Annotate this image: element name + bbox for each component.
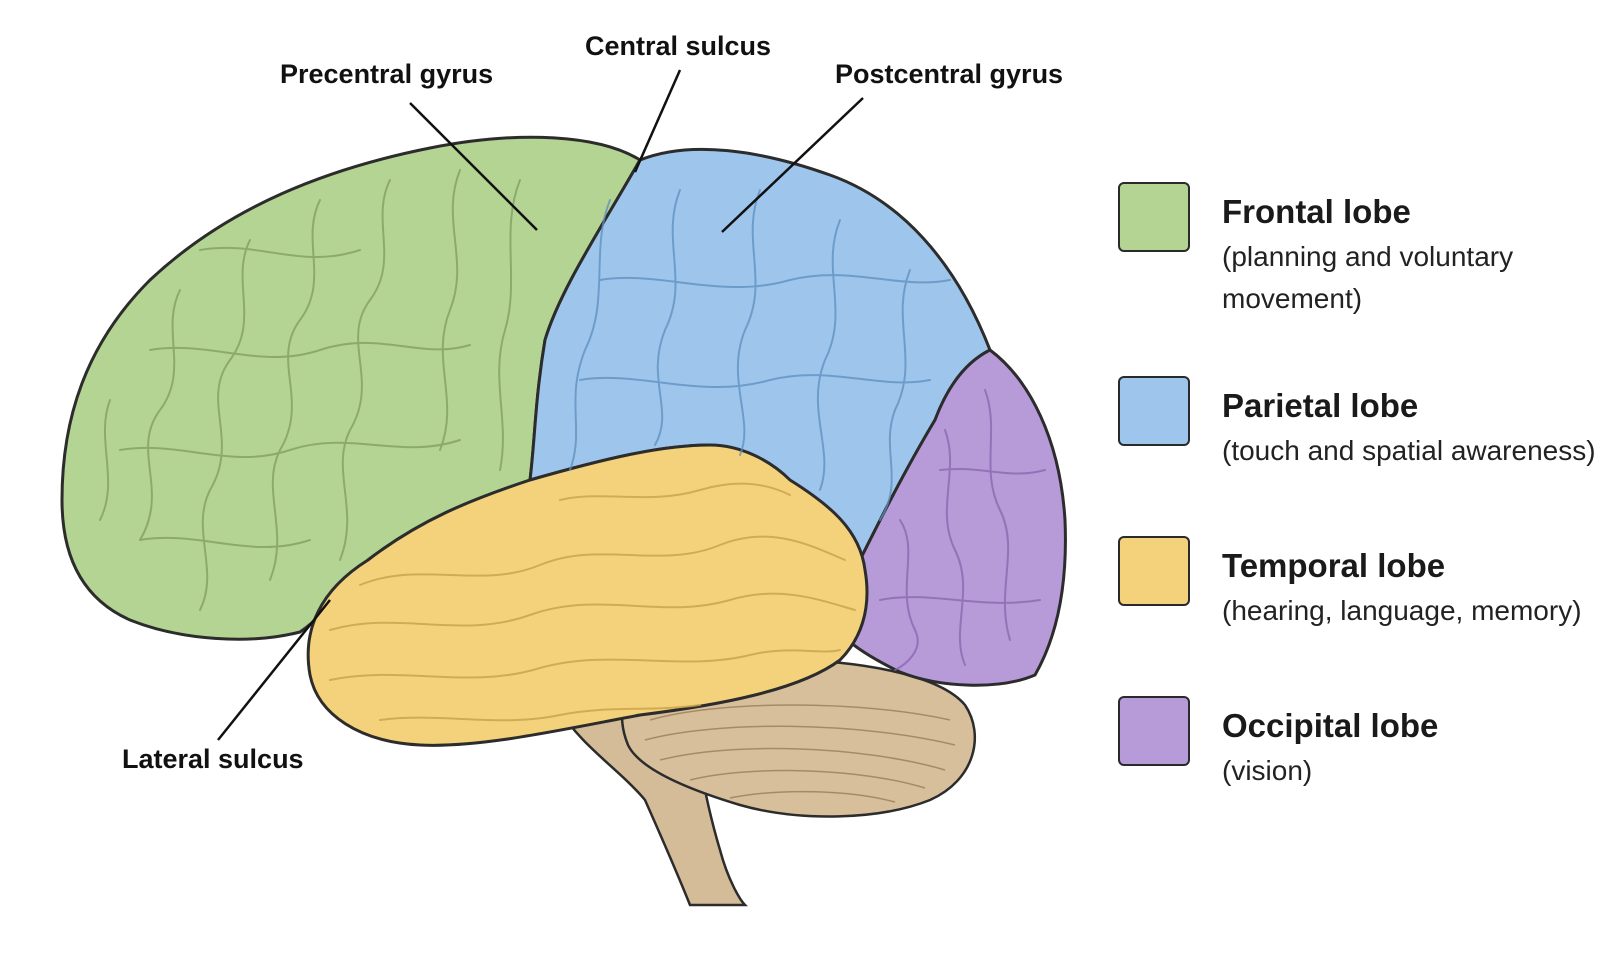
parietal-swatch [1118, 376, 1190, 446]
legend-desc: (touch and spatial awareness) [1222, 435, 1596, 466]
legend-text-temporal: Temporal lobe (hearing, language, memory… [1222, 546, 1612, 632]
postcentral-gyrus-label: Postcentral gyrus [835, 59, 1063, 89]
lateral-sulcus-leader [217, 599, 331, 741]
occipital-gyri [879, 389, 1046, 671]
precentral-leader [409, 102, 538, 231]
legend-desc: (hearing, language, memory) [1222, 595, 1582, 626]
frontal-gyri [99, 169, 521, 611]
central-sulcus-leader [633, 69, 682, 173]
legend-text-occipital: Occipital lobe (vision) [1222, 706, 1612, 792]
legend-desc: (vision) [1222, 755, 1313, 786]
temporal-swatch [1118, 536, 1190, 606]
temporal-gyri [329, 482, 856, 722]
legend-title: Occipital lobe [1222, 707, 1439, 744]
cerebellum-folia [644, 704, 956, 803]
legend-text-parietal: Parietal lobe (touch and spatial awarene… [1222, 386, 1612, 472]
precentral-gyrus-label: Precentral gyrus [280, 59, 493, 89]
frontal-swatch [1118, 182, 1190, 252]
lateral-sulcus-label: Lateral sulcus [122, 744, 304, 774]
occipital-swatch [1118, 696, 1190, 766]
legend-title: Frontal lobe [1222, 193, 1411, 230]
temporal-lobe [306, 443, 869, 747]
legend-title: Temporal lobe [1222, 547, 1446, 584]
postcentral-leader [721, 97, 864, 233]
legend-desc: (planning and voluntary movement) [1222, 241, 1514, 314]
parietal-gyri [569, 189, 951, 521]
legend-text-frontal: Frontal lobe (planning and voluntary mov… [1222, 192, 1612, 320]
legend-title: Parietal lobe [1222, 387, 1419, 424]
callout-lines [217, 69, 864, 741]
central-sulcus-label: Central sulcus [585, 31, 771, 61]
